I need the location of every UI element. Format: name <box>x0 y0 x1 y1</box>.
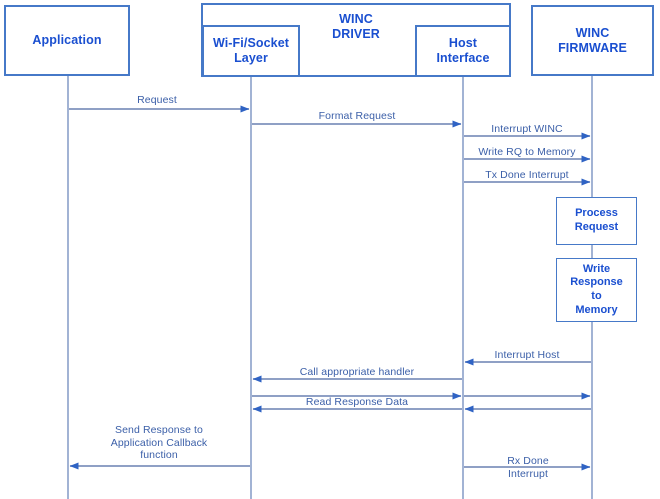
message-arrows-group <box>69 105 591 471</box>
process-box-process-request-label: Process Request <box>574 207 619 233</box>
actor-wifi-socket-layer-label: Wi-Fi/Socket Layer <box>212 36 290 65</box>
actor-host-interface: Host Interface <box>415 25 511 77</box>
actor-wifi-socket-layer: Wi-Fi/Socket Layer <box>202 25 300 77</box>
process-box-write-response-to-memory: Write Response to Memory <box>556 258 637 322</box>
actor-host-interface-label: Host Interface <box>436 36 490 65</box>
actor-application: Application <box>4 5 130 76</box>
actor-winc-firmware: WINC FIRMWARE <box>531 5 654 76</box>
actor-winc-driver-label: WINC DRIVER <box>332 12 380 41</box>
actor-application-label: Application <box>32 33 102 48</box>
lifelines-group <box>67 76 637 499</box>
process-box-process-request: Process Request <box>556 197 637 245</box>
process-box-write-response-to-memory-label: Write Response to Memory <box>570 262 623 316</box>
actor-winc-firmware-label: WINC FIRMWARE <box>558 25 627 55</box>
